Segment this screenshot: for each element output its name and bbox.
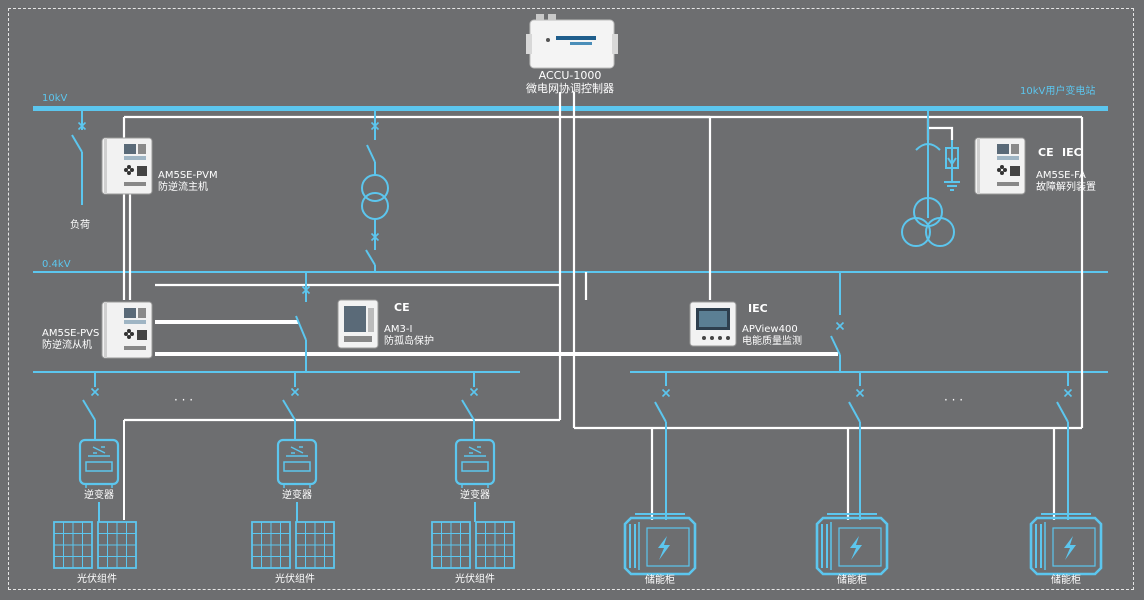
- transformer-main: [361, 111, 389, 272]
- storage-label: 储能柜: [1051, 575, 1081, 586]
- controller-model: ACCU-1000: [538, 69, 602, 82]
- inverter-to-pv: [98, 502, 476, 522]
- pvm-model: AM5SE-PVM: [158, 170, 218, 181]
- load-breaker: [71, 111, 87, 205]
- storage-label: 储能柜: [837, 575, 867, 586]
- ellipsis-pv: · · ·: [174, 393, 194, 407]
- storage-comm: [650, 428, 1056, 520]
- iec-mark: IEC: [1062, 146, 1082, 159]
- accu-controller-icon[interactable]: [526, 14, 618, 69]
- storage-feeders: [654, 372, 1073, 520]
- load-label: 负荷: [70, 220, 90, 231]
- ce-mark: CE: [1038, 146, 1054, 159]
- fa-model: AM5SE-FA: [1036, 170, 1086, 181]
- transformer-station: [901, 111, 960, 247]
- fa-name: 故障解列装置: [1036, 182, 1096, 193]
- pvm-name: 防逆流主机: [158, 182, 208, 193]
- pvs-name: 防逆流从机: [42, 340, 92, 351]
- pvs-model: AM5SE-PVS: [42, 328, 100, 339]
- iec-mark: IEC: [748, 302, 768, 315]
- inverter-label: 逆变器: [282, 490, 312, 501]
- am3-i-icon[interactable]: [337, 299, 379, 349]
- comm-lines: [122, 92, 1084, 430]
- lv-voltage-label: 0.4kV: [42, 259, 71, 270]
- am3-model: AM3-I: [384, 324, 413, 335]
- am3-name: 防孤岛保护: [384, 336, 434, 347]
- apview-model: APView400: [742, 324, 798, 335]
- ellipsis-storage: · · ·: [944, 393, 964, 407]
- ce-mark: CE: [394, 301, 410, 314]
- apview-name: 电能质量监测: [742, 336, 802, 347]
- station-label: 10kV用户变电站: [1020, 86, 1096, 97]
- storage-label: 储能柜: [645, 575, 675, 586]
- hv-voltage-label: 10kV: [42, 93, 68, 104]
- pv-label: 光伏组件: [455, 574, 495, 585]
- pv-feeders: [82, 372, 479, 440]
- controller-name: 微电网协调控制器: [526, 82, 614, 95]
- apview400-icon[interactable]: [689, 301, 737, 347]
- pv-label: 光伏组件: [77, 574, 117, 585]
- inverter-label: 逆变器: [460, 490, 490, 501]
- bus-10kv: [33, 106, 1108, 111]
- lv-feeders: [295, 272, 845, 372]
- inverter-label: 逆变器: [84, 490, 114, 501]
- pv-label: 光伏组件: [275, 574, 315, 585]
- diagram-frame: [8, 8, 1134, 590]
